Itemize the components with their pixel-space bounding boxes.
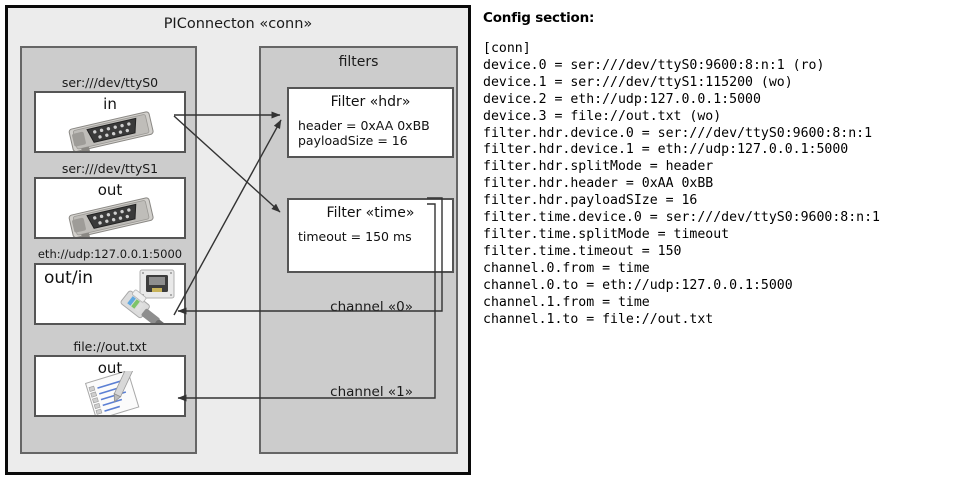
device-file-out[interactable]: file://out.txt out	[34, 338, 186, 417]
ethernet-plug-icon	[120, 269, 175, 323]
device-io-label: in	[103, 95, 117, 113]
config-line: filter.time.splitMode = timeout	[483, 226, 730, 242]
config-line: device.0 = ser:///dev/ttyS0:9600:8:n:1 (…	[483, 57, 825, 73]
config-line: channel.1.to = file://out.txt	[483, 311, 714, 327]
filter-time-box[interactable]: Filter «time» timeout = 150 ms	[287, 198, 454, 273]
config-line: filter.hdr.device.1 = eth://udp:127.0.0.…	[483, 142, 849, 158]
device-box[interactable]: out/in	[34, 263, 186, 325]
filter-prop-timeout: timeout = 150 ms	[298, 229, 412, 244]
notepad-document-icon	[84, 371, 140, 415]
config-line: channel.1.from = time	[483, 294, 650, 310]
device-io-label: out/in	[44, 268, 94, 288]
channel-1-label: channel «1»	[330, 384, 413, 400]
filter-hdr-box[interactable]: Filter «hdr» header = 0xAA 0xBB payloadS…	[287, 87, 454, 158]
device-label: ser:///dev/ttyS1	[61, 161, 159, 176]
device-box[interactable]: out	[34, 355, 186, 417]
device-box[interactable]: in	[34, 91, 186, 153]
config-line: device.3 = file://out.txt (wo)	[483, 108, 722, 124]
filter-title: Filter «hdr»	[330, 94, 411, 110]
device-io-label: out	[97, 359, 123, 377]
serial-connector-icon	[68, 197, 154, 237]
config-line: filter.hdr.payloadSIze = 16	[483, 193, 698, 209]
filter-props: header = 0xAA 0xBB payloadSize = 16	[298, 118, 452, 148]
serial-connector-icon	[68, 111, 154, 151]
config-line: filter.time.timeout = 150	[483, 243, 682, 259]
config-line: [conn]	[483, 41, 531, 56]
config-line: channel.0.to = eth://udp:127.0.0.1:5000	[483, 277, 793, 293]
config-line: filter.hdr.device.0 = ser:///dev/ttyS0:9…	[483, 125, 873, 141]
config-line: filter.hdr.splitMode = header	[483, 159, 714, 175]
filter-prop-payloadsize: payloadSize = 16	[298, 133, 408, 148]
device-label: eth://udp:127.0.0.1:5000	[37, 247, 183, 261]
config-lines-list: [conn]device.0 = ser:///dev/ttyS0:9600:8…	[483, 41, 960, 328]
device-ser-ttys1[interactable]: ser:///dev/ttyS1 out	[34, 160, 186, 239]
channel-0-label: channel «0»	[330, 299, 413, 315]
device-label: ser:///dev/ttyS0	[61, 75, 159, 90]
device-label: file://out.txt	[73, 339, 147, 354]
config-line: filter.time.device.0 = ser:///dev/ttyS0:…	[483, 210, 880, 226]
config-line: device.1 = ser:///dev/ttyS1:115200 (wo)	[483, 74, 793, 90]
config-line: filter.hdr.header = 0xAA 0xBB	[483, 176, 714, 192]
diagram-title: PIConnecton «conn»	[163, 16, 313, 32]
diagram-frame: PIConnecton «conn» ser:///dev/ttyS0 in	[5, 5, 471, 475]
filter-title: Filter «time»	[326, 205, 415, 221]
device-box[interactable]: out	[34, 177, 186, 239]
filters-panel-title: filters	[338, 54, 379, 70]
filter-props: timeout = 150 ms	[298, 229, 452, 244]
device-eth-udp[interactable]: eth://udp:127.0.0.1:5000 out/in	[34, 246, 186, 325]
config-heading: Config section:	[483, 10, 595, 26]
device-io-label: out	[97, 181, 123, 199]
filter-prop-header: header = 0xAA 0xBB	[298, 118, 430, 133]
config-section: Config section: [conn]device.0 = ser:///…	[482, 4, 960, 480]
config-line: channel.0.from = time	[483, 260, 650, 276]
device-ser-ttys0[interactable]: ser:///dev/ttyS0 in	[34, 74, 186, 153]
config-line: device.2 = eth://udp:127.0.0.1:5000	[483, 91, 761, 107]
devices-panel: ser:///dev/ttyS0 in	[20, 46, 197, 454]
